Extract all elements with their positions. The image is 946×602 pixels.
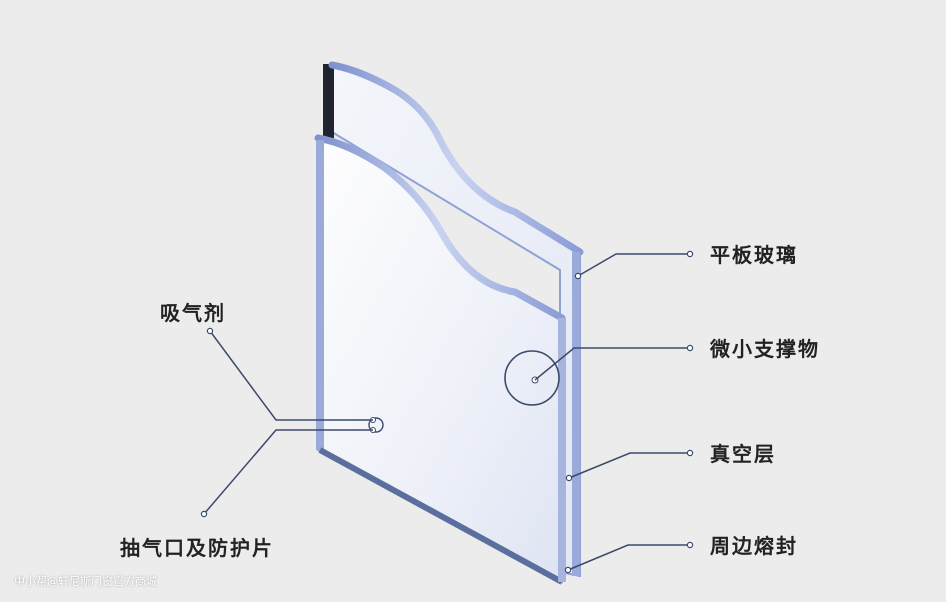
leader-endpoints: [200, 250, 694, 574]
back-glass-pane: [323, 61, 584, 578]
label-micro-support: 微小支撑物: [710, 337, 820, 361]
label-getter: 吸气剂: [160, 301, 226, 325]
leader-edge-seal: [567, 544, 690, 571]
front-glass-pane: [314, 134, 566, 585]
label-vacuum-layer: 真空层: [710, 442, 776, 466]
leader-getter: [209, 330, 373, 421]
leader-flat-glass: [577, 253, 690, 277]
micro-support-circle: [504, 350, 560, 406]
leader-vacuum-layer: [568, 452, 690, 479]
pump-port-marker: [368, 417, 384, 433]
leader-pump-port: [203, 429, 373, 515]
watermark-text: 中小帮@轩尼斯门窗官方商城: [14, 575, 157, 588]
label-flat-glass: 平板玻璃: [710, 243, 798, 267]
label-edge-seal: 周边熔封: [710, 534, 798, 558]
leader-micro-support: [534, 347, 690, 381]
label-pump-port: 抽气口及防护片: [120, 536, 274, 560]
leader-lines: [203, 253, 690, 571]
